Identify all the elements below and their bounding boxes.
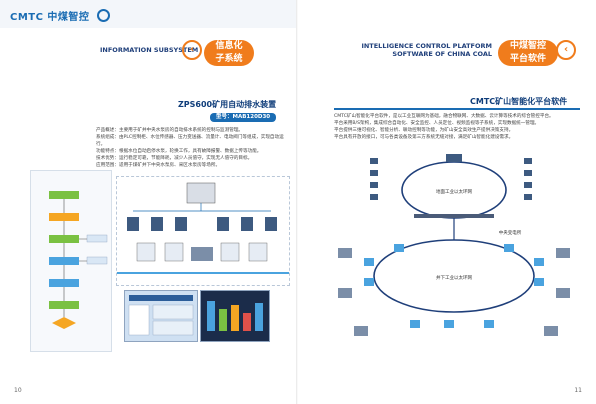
right-page-number: 11 (574, 387, 582, 394)
right-banner-cn-1: 中煤智控 (509, 41, 546, 51)
left-section-title: ZPS600矿用自动排水装置 (178, 100, 277, 109)
right-para-line: 平台采用B/S架构，集成综合自动化、安全监控、人员定位、视频监视等子系统，实现数… (334, 121, 540, 126)
right-banner: 中煤智控 平台软件 (498, 40, 558, 66)
right-paragraph: CMTC矿山智能化平台软件，是以工业互联网为基础，融合物联网、大数据、云计算等技… (334, 113, 580, 141)
left-banner: 信息化 子系统 (204, 40, 254, 66)
hmi-screenshot-1 (124, 290, 198, 342)
network-topology-svg: 地面工业以太环网 井下工业以太环网 中央变电所 (338, 154, 570, 336)
right-para-line: 平台提供三维可视化、智能分析、联动控制等功能，为矿山安全高效生产提供决策支持。 (334, 128, 514, 133)
left-banner-cn-2: 子系统 (215, 54, 243, 64)
left-page-number: 10 (14, 387, 22, 394)
flow-decision (52, 317, 76, 329)
left-para-line: 技术优势：运行稳定可靠，节能降耗，减少人员值守，实现无人值守的目标。 (96, 156, 253, 161)
left-para-line: 功能特点：根据水位自动启停水泵，轮换工作，具有故障报警、数据上传等功能。 (96, 149, 262, 154)
brand-name: CMTC 中煤智控 (10, 12, 90, 23)
left-banner-cn-1: 信息化 (215, 41, 243, 51)
right-banner-en-2: SOFTWARE OF CHINA COAL (392, 50, 492, 58)
flowchart-diagram (49, 191, 108, 329)
model-pill: 型号：MAB120D30 (210, 113, 277, 122)
right-section-title: CMTC矿山智能化平台软件 (470, 97, 568, 106)
network-diagram: 地面工业以太环网 井下工业以太环网 中央变电所 (334, 148, 580, 348)
left-header-band (0, 0, 298, 28)
brand-logo: CMTC 中煤智控 (10, 8, 111, 23)
right-para-line: CMTC矿山智能化平台软件，是以工业互联网为基础，融合物联网、大数据、云计算等技… (334, 114, 554, 119)
chevron-left-icon: ‹ (556, 40, 576, 60)
chevron-left-icon: ‹ (182, 40, 202, 60)
left-paragraph: 产品概述：主要用于矿井中央水泵房的自动排水系统的控制与监测管理。 系统组成：由P… (96, 127, 288, 169)
equipment-diagram (116, 176, 290, 286)
left-para-line: 产品概述：主要用于矿井中央水泵房的自动排水系统的控制与监测管理。 (96, 128, 244, 133)
right-banner-en: INTELLIGENCE CONTROL PLATFORM SOFTWARE O… (348, 42, 492, 58)
section-rule (334, 108, 580, 110)
hmi-screenshot-2 (200, 290, 270, 342)
brand-circle-icon (97, 9, 111, 22)
left-banner-en: INFORMATION SUBSYSTEM (100, 46, 199, 54)
flow-node (49, 235, 79, 243)
underground-ring-label: 井下工业以太环网 (436, 274, 472, 281)
right-banner-en-1: INTELLIGENCE CONTROL PLATFORM (361, 42, 492, 50)
flow-node (49, 213, 79, 221)
left-para-line: 系统组成：由PLC控制柜、水位传感器、压力变送器、流量计、电动阀门等组成，实现自… (96, 135, 284, 147)
flow-node (49, 257, 79, 265)
right-banner-cn-2: 平台软件 (509, 54, 546, 64)
pump-system-diagram (117, 182, 289, 274)
flow-node (49, 301, 79, 309)
left-page: CMTC 中煤智控 INFORMATION SUBSYSTEM ‹ 信息化 子系… (0, 0, 298, 394)
center-label: 中央变电所 (499, 229, 522, 236)
ground-ring-label: 地面工业以太环网 (436, 188, 472, 195)
flow-node (49, 279, 79, 287)
right-para-line: 平台具有开放的接口，可与各类设备及第三方系统无缝对接，满足矿山智能化建设需求。 (334, 135, 514, 140)
flowchart-panel (30, 170, 112, 352)
right-page: ‹ 中煤智控 平台软件 INTELLIGENCE CONTROL PLATFOR… (298, 0, 596, 404)
flow-node (49, 191, 79, 199)
left-para-line: 应用范围：适用于煤矿井下中央水泵房、采区水泵房等场所。 (96, 163, 221, 168)
